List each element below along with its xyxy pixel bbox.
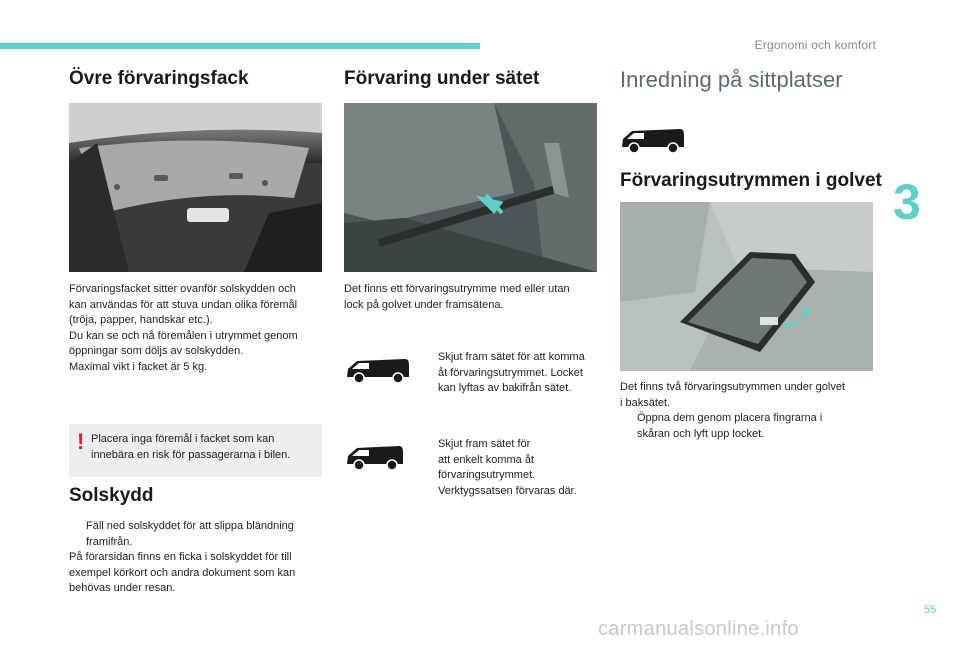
photo-floor-storage xyxy=(620,202,873,371)
text-line: (tröja, papper, handskar etc.). xyxy=(69,314,213,326)
text-line: Du kan se och nå föremålen i utrymmet ge… xyxy=(69,329,298,342)
text-line: åt förvaringsutrymmet. Locket xyxy=(438,366,583,379)
heading-floor-storage: Förvaringsutrymmen i golvet xyxy=(620,170,882,191)
text-line: På förarsidan finns en ficka i solskydde… xyxy=(69,551,292,563)
upper-storage-description: Förvaringsfacket sitter ovanför solskydd… xyxy=(69,282,329,375)
text-line: förvaringsutrymmet. xyxy=(438,469,536,481)
photo-under-seat xyxy=(344,103,597,272)
van-long-icon xyxy=(620,125,686,155)
text-line: Förvaringsfacket sitter ovanför solskydd… xyxy=(69,283,296,295)
text-line: framifrån. xyxy=(86,535,133,548)
text-line: Maximal vikt i facket är 5 kg. xyxy=(69,360,208,373)
text-line: kan användas för att stuva undan olika f… xyxy=(69,298,298,311)
text-line: Det finns ett förvaringsutrymme med elle… xyxy=(344,283,570,295)
section-title: Ergonomi och komfort xyxy=(754,38,876,52)
photo-upper-storage xyxy=(69,103,322,272)
bullet-item: Skjut fram sätet för att enkelt komma åt… xyxy=(422,437,602,499)
heading-sunvisor: Solskydd xyxy=(69,485,154,506)
arrow-icon xyxy=(475,193,504,215)
text-line: innebära en risk för passagerarna i bile… xyxy=(91,448,291,461)
floor-storage-description: Det finns två förvaringsutrymmen under g… xyxy=(620,380,875,442)
van-long-icon xyxy=(345,355,411,385)
van-short-icon xyxy=(345,442,405,472)
variant-short-text: Skjut fram sätet för att enkelt komma åt… xyxy=(422,437,602,499)
heading-upper-storage: Övre förvaringsfack xyxy=(69,68,249,89)
text-line: att enkelt komma åt xyxy=(438,453,534,466)
chapter-number: 3 xyxy=(893,174,921,230)
page-number: 55 xyxy=(924,604,937,616)
text-line: Skjut fram sätet för xyxy=(438,438,531,450)
header-accent-bar xyxy=(0,43,480,49)
bullet-item: Fäll ned solskyddet för att slippa bländ… xyxy=(69,519,329,550)
watermark: carmanualsonline.info xyxy=(598,618,799,640)
text-line: i baksätet. xyxy=(620,396,671,409)
text-line: Verktygssatsen förvaras där. xyxy=(438,484,577,497)
warning-box: ! Placera inga föremål i facket som kan … xyxy=(69,424,322,477)
under-seat-description: Det finns ett förvaringsutrymme med elle… xyxy=(344,282,604,313)
text-line: Fäll ned solskyddet för att slippa bländ… xyxy=(86,520,294,532)
heading-interior-seating: Inredning på sittplatser xyxy=(620,67,843,92)
warning-text: Placera inga föremål i facket som kan in… xyxy=(91,432,316,463)
text-line: öppningar som döljs av solskydden. xyxy=(69,345,244,357)
text-line: Placera inga föremål i facket som kan xyxy=(91,433,275,445)
arrow-icon xyxy=(783,307,810,327)
variant-long-text: Skjut fram sätet för att komma åt förvar… xyxy=(422,350,602,397)
sunvisor-description: Fäll ned solskyddet för att slippa bländ… xyxy=(69,519,329,597)
text-line: behövas under resan. xyxy=(69,582,176,594)
text-line: Öppna dem genom placera fingrarna i xyxy=(637,412,823,424)
warning-exclamation-icon: ! xyxy=(77,429,85,454)
bullet-item: Skjut fram sätet för att komma åt förvar… xyxy=(422,350,602,397)
heading-under-seat-storage: Förvaring under sätet xyxy=(344,68,540,89)
text-line: lock på golvet under framsätena. xyxy=(344,298,504,311)
text-line: kan lyftas av bakifrån sätet. xyxy=(438,382,572,394)
text-line: Det finns två förvaringsutrymmen under g… xyxy=(620,381,845,393)
text-line: exempel körkort och andra dokument som k… xyxy=(69,566,296,579)
text-line: Skjut fram sätet för att komma xyxy=(438,351,585,363)
bullet-item: Öppna dem genom placera fingrarna i skår… xyxy=(620,411,875,442)
text-line: skåran och lyft upp locket. xyxy=(637,427,765,440)
